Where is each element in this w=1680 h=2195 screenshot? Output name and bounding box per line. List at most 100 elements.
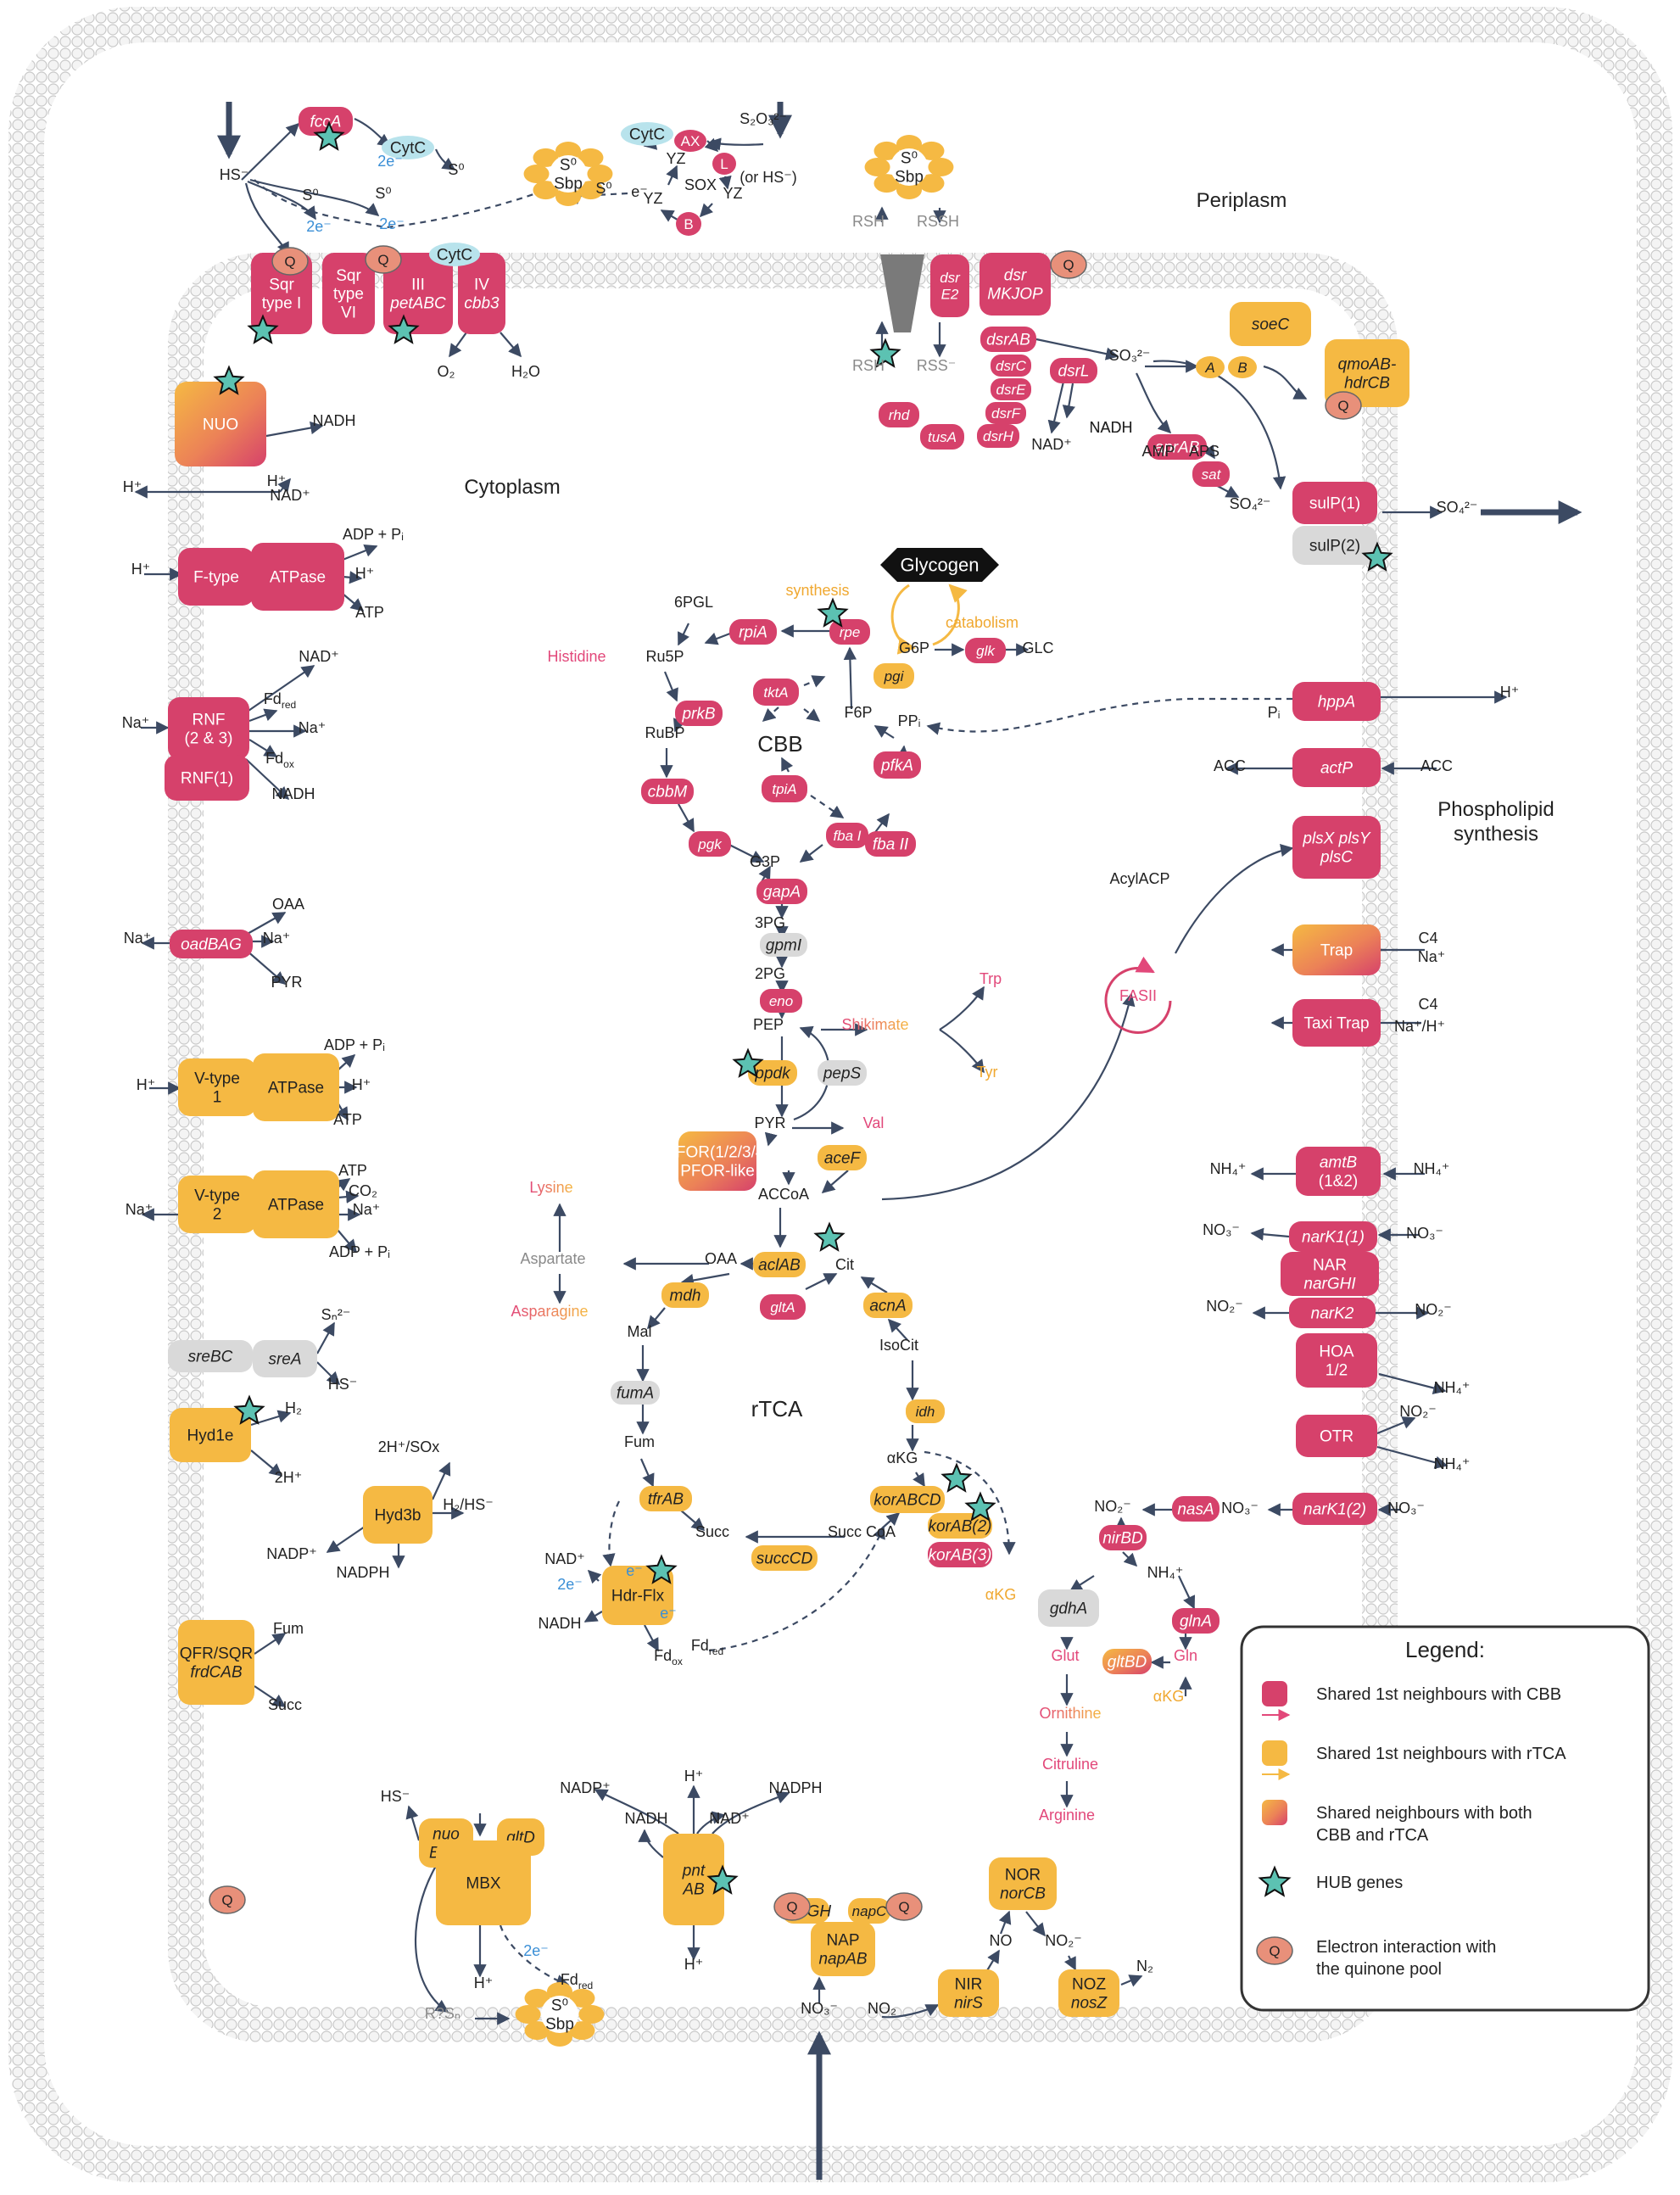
box-shape [863,1293,913,1318]
reaction-arrow [843,646,857,710]
box-shape [178,1176,256,1233]
reaction-arrow [712,1790,790,1835]
legend-text: CBB and rTCA [1316,1826,1429,1845]
sqr1-label: Sqr [269,276,294,294]
quinone-icon: Q [1325,391,1362,420]
rhd-node: rhd [879,402,919,427]
reaction-arrow [434,148,456,170]
metabolite-SO4b: SO₄²⁻ [1437,499,1478,516]
sulfur-channel [880,254,924,332]
B-label: B [684,216,693,232]
box-shape [1289,1298,1376,1328]
dsrC-label: dsrC [996,358,1027,374]
legend-text: Shared 1st neighbours with CBB [1316,1685,1561,1704]
reaction-arrow [265,421,324,438]
reaction-arrow [1153,360,1287,490]
metabolite-NO2a: NO₂⁻ [1206,1298,1243,1315]
metabolite-NH4d: NH₄⁺ [1434,1455,1471,1472]
metabolite-ADPPi1: ADP + Pᵢ [343,526,404,543]
VATPase1-label: ATPase [268,1080,324,1098]
metabolite-Asparagine: Asparagine [511,1303,588,1320]
reaction-arrow [245,949,287,986]
gpmI-node: gpmI [760,933,807,957]
sat-label: sat [1202,466,1222,483]
quinone-icon: Q [271,247,309,276]
box-shape [1172,1608,1220,1634]
reaction-arrow [762,707,779,723]
reaction-arrow [587,1569,602,1584]
soeC-node: soeC [1230,302,1311,346]
reaction-arrow [337,1229,357,1254]
Hyd1e-node: Hyd1e [170,1408,251,1462]
quinone-letter: Q [786,1899,797,1915]
acnA-label: acnA [869,1298,906,1315]
glnA-label: glnA [1180,1613,1212,1631]
dsrMKJOP-label: dsr [1004,267,1027,285]
metabolite-H2O: H₂O [511,363,540,380]
metabolite-Hp7: H⁺ [1500,684,1520,701]
box-shape [938,1969,999,2017]
quinone-shape [773,1892,811,1921]
sbp-core [541,1996,578,2033]
FATPase-node: ATPase [251,543,344,611]
hub-star-icon [247,314,279,344]
gapA-label: gapA [763,884,801,902]
legend: Legend:Shared 1st neighbours with CBBSha… [1240,1625,1650,2012]
sulfur-bead [524,2021,550,2041]
box-shape [753,679,799,706]
prkB-label: prkB [681,706,715,723]
reaction-arrow [326,1526,366,1553]
box-shape [751,1545,818,1571]
reaction-arrow [1178,1575,1196,1610]
glnA-node: glnA [1172,1608,1220,1634]
metabolite-ATP3: ATP [338,1162,367,1179]
sulfur-bead [569,1988,595,2008]
quinone-icon: Q [773,1892,811,1921]
reaction-arrow [336,1178,351,1192]
dsrE-node: dsrE [991,378,1031,400]
box-shape [363,1486,433,1544]
metabolite-NADH2: NADH [1089,419,1132,436]
metabolite-NO2c: NO₂⁻ [1399,1403,1437,1420]
amtB-node: amtB(1&2) [1296,1147,1381,1196]
reaction-arrow [663,671,678,702]
korAB3-node: korAB(3) [928,1542,992,1567]
metabolite-F6P: F6P [844,704,872,721]
dsrF-node: dsrF [985,402,1026,424]
hub-star-icon [964,1491,996,1522]
reaction-arrow [805,1273,838,1290]
MBX-node: MBX [436,1840,531,1925]
nirBD-node: nirBD [1099,1525,1147,1550]
box-shape [760,1294,806,1320]
reaction-arrow [860,1276,888,1293]
idh-label: idh [916,1404,935,1420]
sulfur-bead [928,158,954,176]
box-shape [1296,1147,1381,1196]
box-shape [1038,1589,1099,1627]
box-shape [977,424,1019,448]
box-shape [879,402,919,427]
metabolite-Mal: Mal [627,1323,651,1340]
metabolite-S0b: S⁰ [375,185,391,202]
plsX-label: plsC [1320,849,1353,867]
actP-label: actP [1320,760,1353,778]
gltA-node: gltA [760,1294,806,1320]
box-shape [251,543,344,611]
metabolite-Nap4: Na⁺ [263,930,291,947]
quinone-letter: Q [1337,398,1348,414]
reaction-arrow [245,758,290,801]
reaction-arrow [247,180,316,221]
metabolite-Tyr: Tyr [977,1064,998,1081]
box-shape [1292,526,1377,565]
gapA-node: gapA [756,879,807,904]
RNF1-label: RNF(1) [181,770,233,788]
sbp-core [890,148,928,186]
acnA-node: acnA [863,1293,913,1318]
reaction-arrow [405,1805,421,1841]
